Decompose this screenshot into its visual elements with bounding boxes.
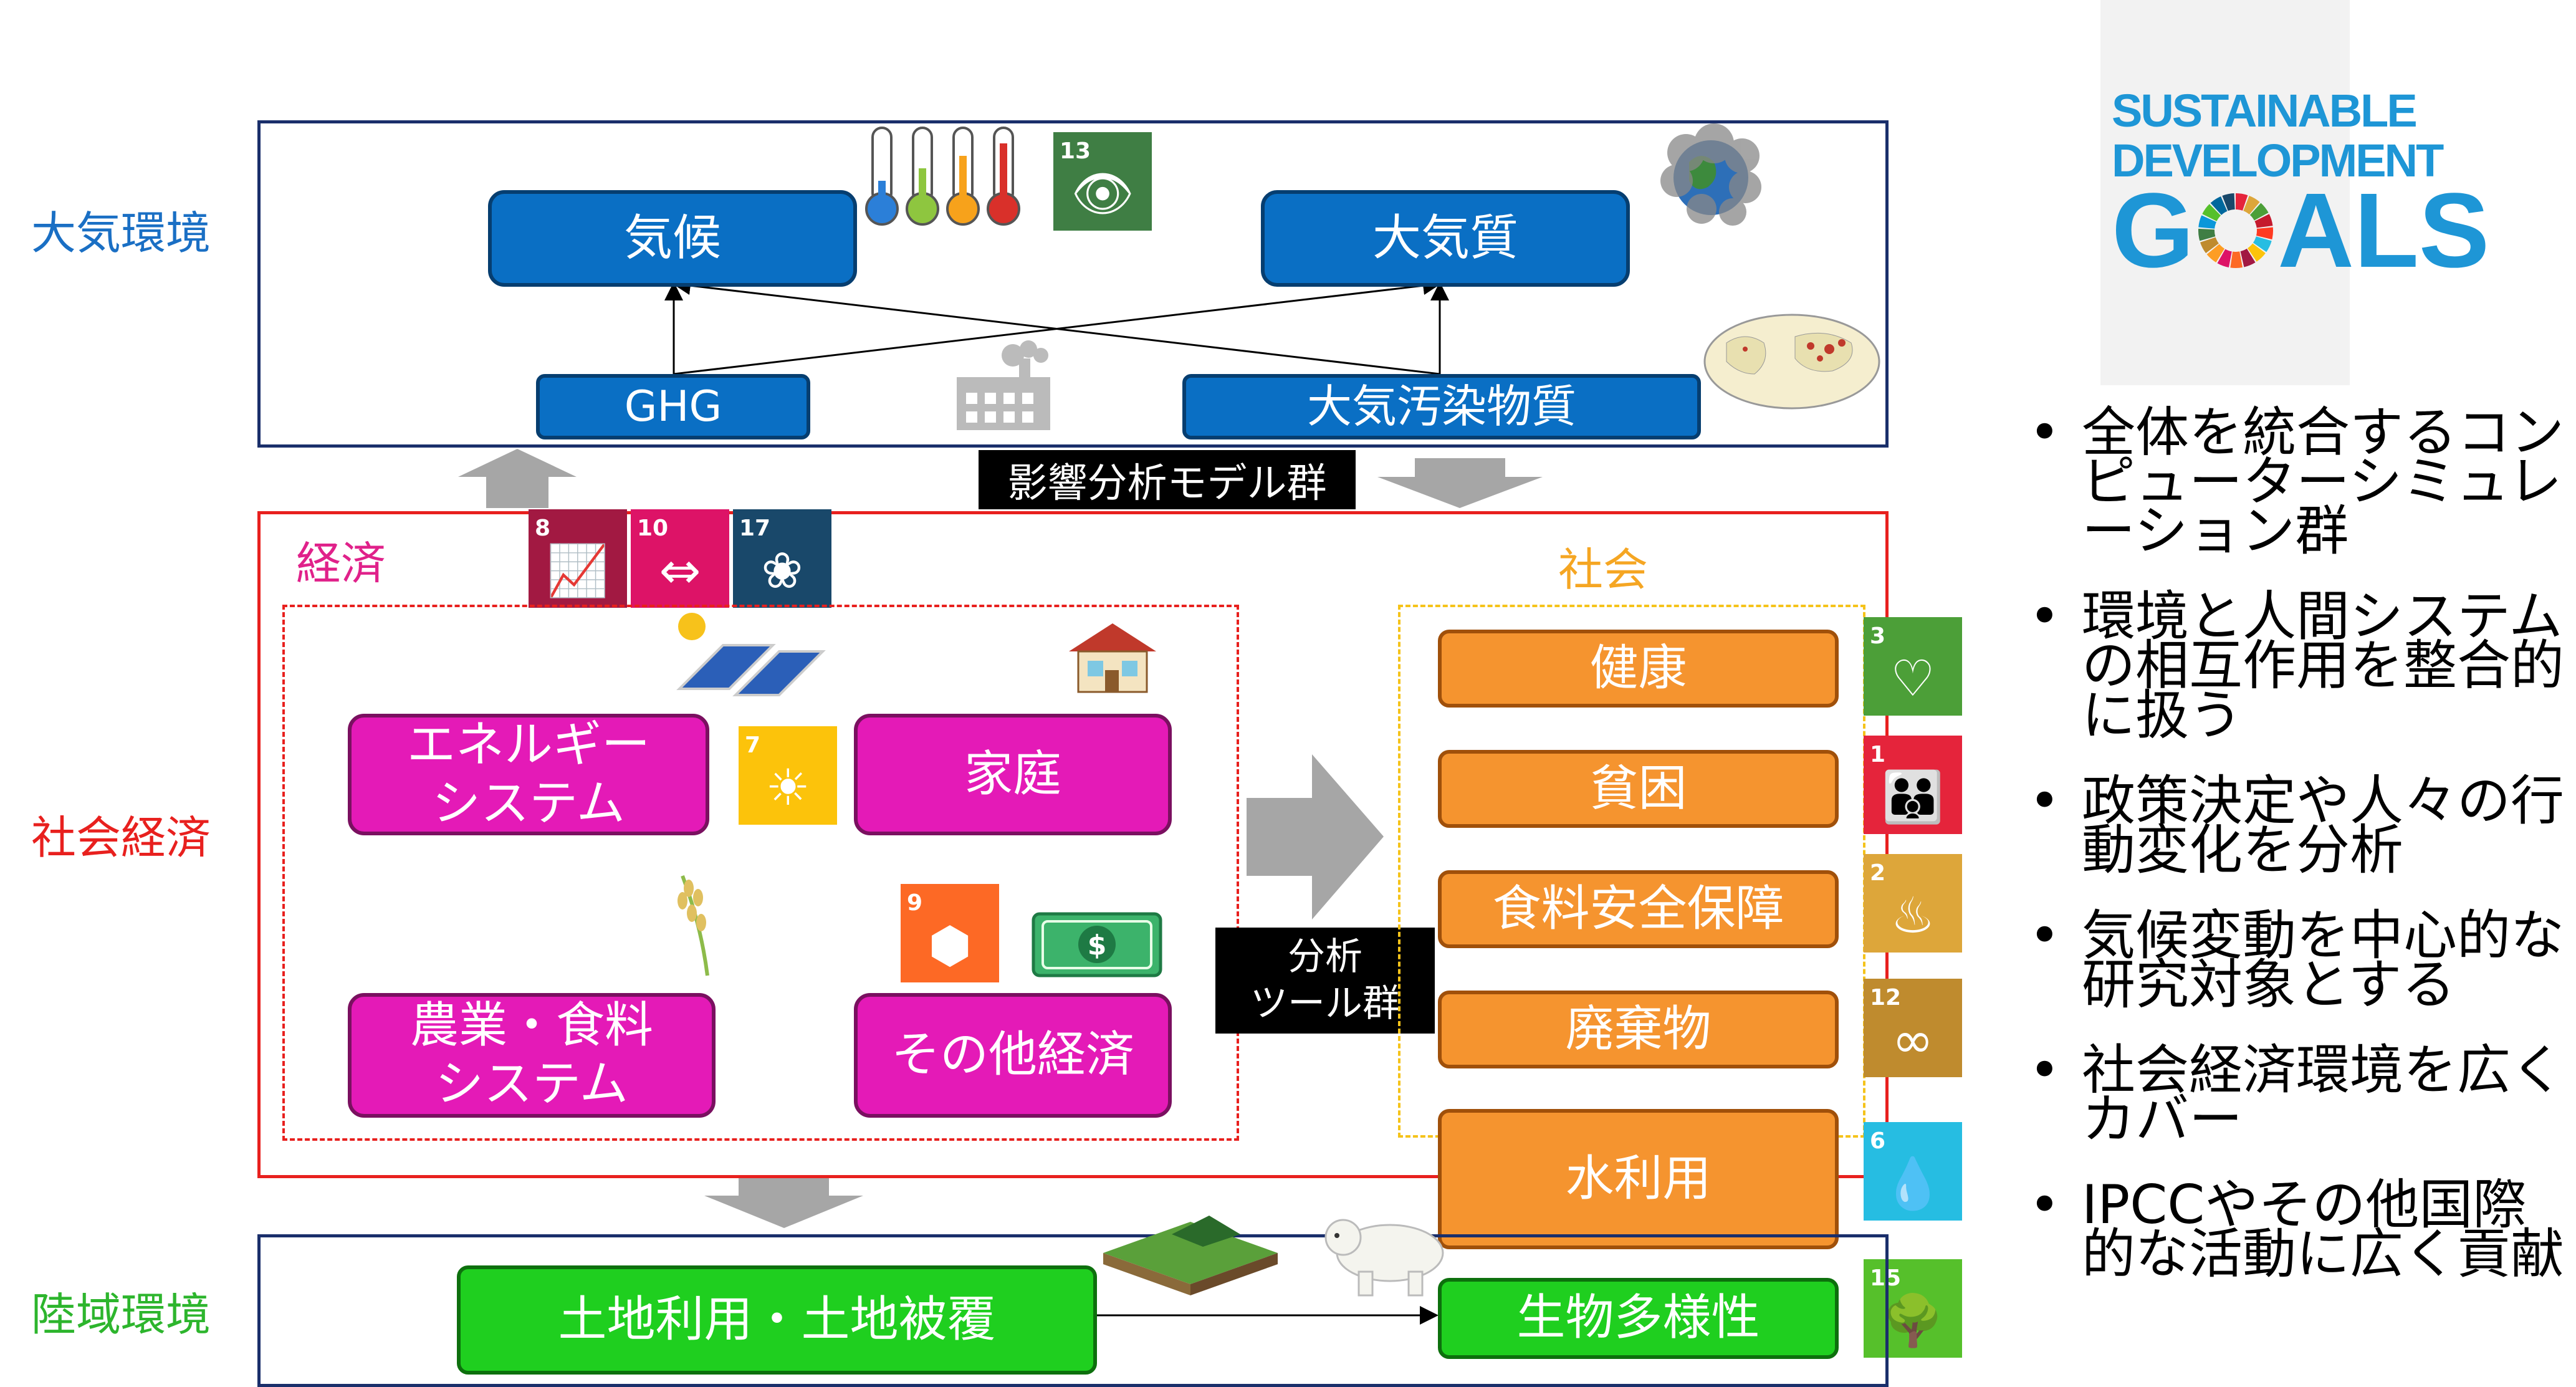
- society-title: 社会: [1558, 544, 1649, 596]
- bullet-item: 社会経済環境を広くカバー: [2023, 1044, 2571, 1146]
- biodiversity-box: 生物多様性: [1438, 1278, 1839, 1359]
- sdg-logo-g: G: [2112, 171, 2195, 290]
- bullet-item: 環境と人間システムの相互作用を整合的に扱う: [2023, 590, 2571, 742]
- land-use-box: 土地利用・土地被覆: [457, 1265, 1097, 1375]
- sdg-wheel-segment: [2253, 236, 2272, 252]
- sdg-1-icon: 1👪: [1864, 736, 1962, 834]
- air-quality-box: 大気質: [1261, 190, 1630, 287]
- sdg-wheel-segment: [2210, 196, 2228, 215]
- sdg-logo-line2: DEVELOPMENT: [2112, 135, 2444, 186]
- sdg-wheel-segment: [2198, 228, 2216, 241]
- section-label-socioeconomy: 社会経済: [31, 812, 211, 864]
- sdg-wheel-segment: [2243, 196, 2260, 214]
- sdg-logo-line1: SUSTAINABLE: [2112, 85, 2418, 137]
- bullet-item: 気候変動を中心的な研究対象とする: [2023, 909, 2571, 1012]
- energy-system-box: エネルギー システム: [348, 714, 709, 835]
- sdg-13-icon: 13 👁: [1053, 132, 1152, 231]
- other-economy-box: その他経済: [854, 993, 1172, 1118]
- key-points-list: 全体を統合するコンピューターシミュレーション群 環境と人間システムの相互作用を整…: [2023, 406, 2571, 1316]
- polar-bear-icon: [1324, 1219, 1444, 1297]
- sdg-wheel-segment: [2198, 215, 2217, 229]
- landscape-icon: [1103, 1216, 1278, 1295]
- atmosphere-frame: [257, 120, 1889, 448]
- house-icon: [1069, 623, 1156, 693]
- socioeconomy-frame: [257, 511, 1889, 1178]
- sdg-wheel-segment: [2222, 193, 2235, 211]
- health-box: 健康: [1438, 630, 1839, 708]
- rice-plant-icon: [678, 875, 709, 976]
- bullet-item: 政策決定や人々の行動変化を分析: [2023, 774, 2571, 877]
- household-box: 家庭: [854, 714, 1172, 835]
- sdg-12-icon: 12∞: [1864, 979, 1962, 1077]
- money-icon: $: [1032, 912, 1162, 977]
- sdg-wheel-icon: [2198, 193, 2274, 268]
- sdg-wheel-segment: [2202, 204, 2221, 221]
- economy-title: 経済: [296, 537, 386, 590]
- sdg-wheel-segment: [2248, 243, 2266, 262]
- sdg-wheel-segment: [2236, 193, 2248, 211]
- sdg-logo-line3: G ALS: [2112, 178, 2489, 284]
- svg-text:$: $: [1088, 929, 1107, 961]
- agriculture-food-box: 農業・食料 システム: [348, 993, 716, 1118]
- sdg-wheel-segment: [2254, 214, 2273, 228]
- section-label-atmosphere: 大気環境: [31, 207, 211, 259]
- poverty-box: 貧困: [1438, 750, 1839, 828]
- down-arrow-to-land: [704, 1178, 863, 1228]
- sdg-wheel-segment: [2250, 203, 2269, 221]
- sdg-logo: SUSTAINABLE DEVELOPMENT G ALS: [2100, 0, 2489, 385]
- water-use-box: 水利用: [1438, 1109, 1839, 1249]
- smog-earth-icon: [1660, 123, 1761, 226]
- sdg-wheel-segment: [2230, 251, 2243, 268]
- solar-panel-icon: [676, 613, 826, 696]
- sdg-wheel-segment: [2240, 248, 2256, 267]
- sdg-15-icon: 15🌳: [1864, 1259, 1962, 1358]
- bullet-item: 全体を統合するコンピューターシミュレーション群: [2023, 406, 2571, 558]
- climate-box: 気候: [488, 190, 857, 287]
- sdg-wheel-segment: [2200, 237, 2219, 254]
- economy-to-society-arrow: [1247, 754, 1384, 919]
- sdg-10-icon: 10⇔: [631, 509, 729, 608]
- sdg-17-icon: 17❀: [733, 509, 831, 608]
- sdg-3-icon: 3♡: [1864, 617, 1962, 716]
- economy-frame: [282, 605, 1239, 1141]
- sdg-logo-als: ALS: [2277, 171, 2490, 290]
- food-security-box: 食料安全保障: [1438, 870, 1839, 948]
- bullet-item: IPCCやその他国際的な活動に広く貢献: [2023, 1178, 2571, 1281]
- sdg-9-icon: 9⬢: [901, 884, 999, 982]
- sdg-wheel-segment: [2206, 244, 2225, 263]
- air-pollutants-box: 大気汚染物質: [1182, 374, 1701, 439]
- sdg-wheel-segment: [2217, 249, 2232, 267]
- section-label-land: 陸域環境: [31, 1289, 211, 1341]
- sdg-7-icon: 7☀: [739, 726, 837, 825]
- world-map-icon: [1703, 314, 1880, 410]
- waste-box: 廃棄物: [1438, 991, 1839, 1068]
- sdg-6-icon: 6💧: [1864, 1122, 1962, 1221]
- up-arrow-to-atmosphere: [458, 449, 577, 508]
- sdg-8-icon: 8📈: [529, 509, 627, 608]
- thermometers-icon: [865, 127, 1020, 226]
- impact-models-label: 影響分析モデル群: [979, 450, 1356, 509]
- sdg-wheel-segment: [2256, 227, 2274, 240]
- sdg-2-icon: 2♨: [1864, 854, 1962, 953]
- factory-icon: [957, 340, 1050, 430]
- down-arrow-from-atmosphere: [1377, 458, 1543, 508]
- ghg-box: GHG: [536, 374, 810, 439]
